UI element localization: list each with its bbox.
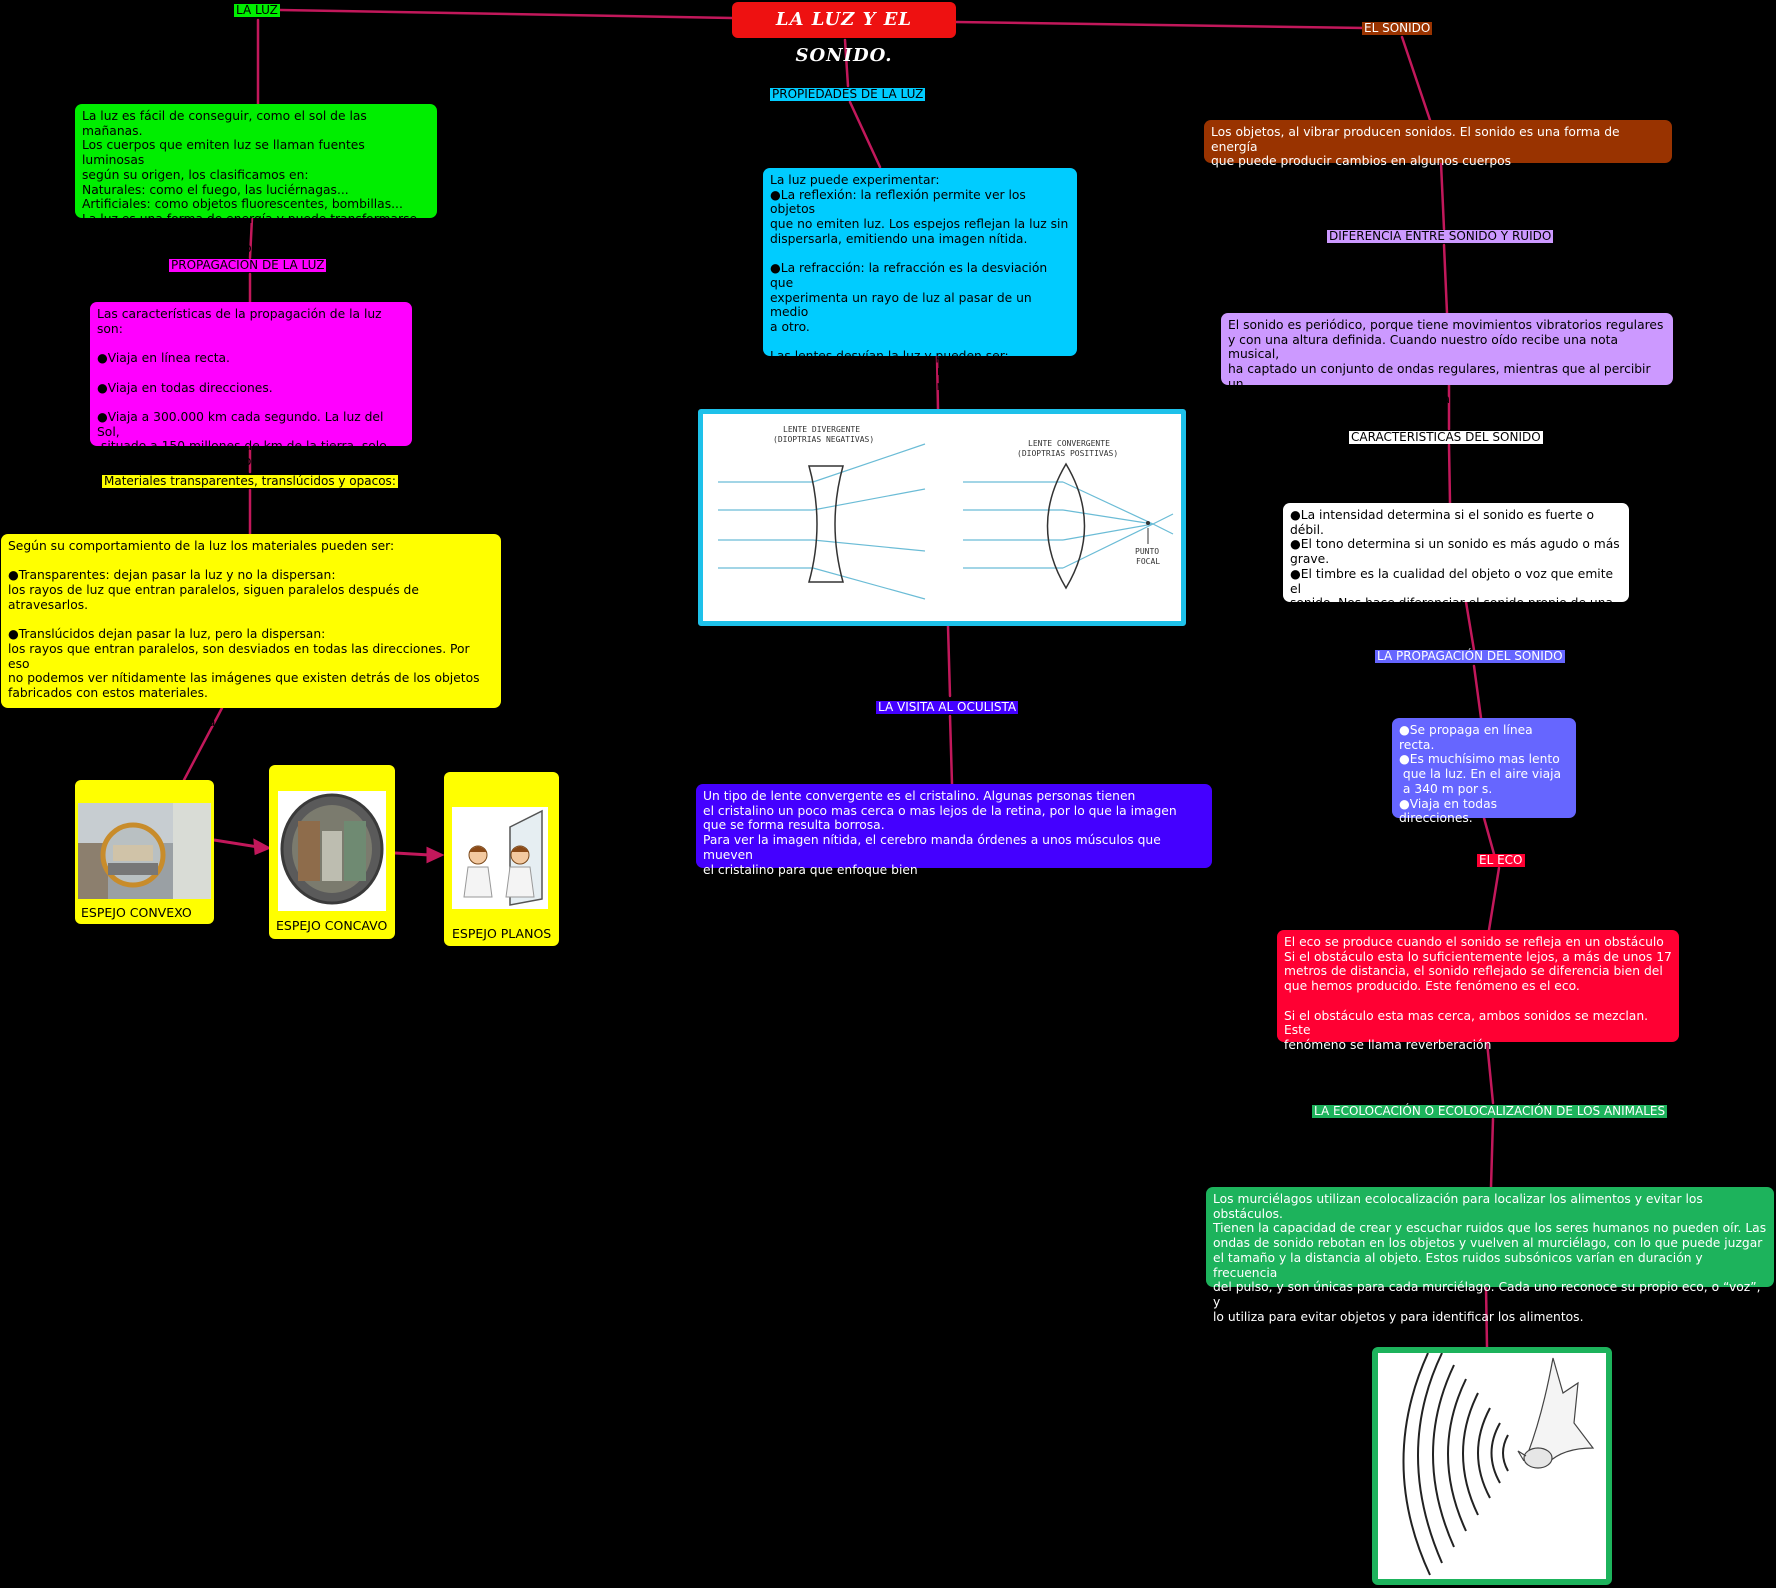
bat-echolocation-frame [1372,1347,1612,1585]
espejo-planos-caption: ESPEJO PLANOS [452,926,551,941]
label-el-sonido: EL SONIDO [1362,22,1432,35]
diferencia-node: El sonido es periódico, porque tiene mov… [1221,313,1673,385]
label-la-luz: LA LUZ [234,4,280,17]
eco-node: El eco se produce cuando el sonido se re… [1277,930,1679,1042]
espejo-convexo-card: ESPEJO CONVEXO [75,780,214,924]
label-propagacion-sonido: LA PROPAGACIÓN DEL SONIDO [1375,650,1565,663]
label-propiedades-luz: PROPIEDADES DE LA LUZ [770,88,925,101]
luz-intro-node: La luz es fácil de conseguir, como el so… [75,104,437,218]
focal-point-label-2: FOCAL [1136,557,1160,566]
espejo-convexo-caption: ESPEJO CONVEXO [81,905,192,920]
bat-echolocation-image [1378,1353,1606,1579]
label-propagacion-luz: PROPAGACIÓN DE LA LUZ [169,259,326,272]
page-title: LA LUZ Y EL SONIDO. [732,2,956,38]
label-caracteristicas: CARACTERÍSTICAS DEL SONIDO [1349,431,1543,444]
lens-divergent-subtitle: (DIOPTRIAS NEGATIVAS) [773,435,874,444]
oculista-node: Un tipo de lente convergente es el crist… [696,784,1212,868]
lens-diagram: LENTE DIVERGENTE (DIOPTRIAS NEGATIVAS) L… [703,414,1181,621]
lens-divergent-title: LENTE DIVERGENTE [783,425,860,434]
plane-mirror-image [452,807,548,909]
espejo-concavo-caption: ESPEJO CONCAVO [276,918,387,933]
propagacion-luz-node: Las características de la propagación de… [90,302,412,446]
label-oculista: LA VISITA AL OCULISTA [876,701,1018,714]
espejo-concavo-card: ESPEJO CONCAVO [269,765,395,939]
lens-convergent-subtitle: (DIOPTRIAS POSITIVAS) [1017,449,1118,458]
label-materiales: Materiales transparentes, translúcidos y… [102,475,398,488]
propiedades-node: La luz puede experimentar: ●La reflexión… [763,168,1077,356]
focal-point-label: PUNTO [1135,547,1159,556]
sonido-intro-node: Los objetos, al vibrar producen sonidos.… [1204,120,1672,163]
caracteristicas-node: ●La intensidad determina si el sonido es… [1283,503,1629,602]
label-diferencia: DIFERENCIA ENTRE SONIDO Y RUIDO [1327,230,1553,243]
materiales-node: Según su comportamiento de la luz los ma… [1,534,501,708]
label-ecolocacion: LA ECOLOCACIÓN O ECOLOCALIZACIÓN DE LOS … [1312,1105,1667,1118]
espejo-planos-card: ESPEJO PLANOS [444,772,559,946]
concave-mirror-image [278,791,386,911]
convex-mirror-image [78,803,211,899]
lens-convergent-title: LENTE CONVERGENTE [1028,439,1110,448]
lens-diagram-frame: LENTE DIVERGENTE (DIOPTRIAS NEGATIVAS) L… [698,409,1186,626]
propagacion-sonido-node: ●Se propaga en línea recta. ●Es muchísim… [1392,718,1576,818]
ecolocacion-node: Los murciélagos utilizan ecolocalización… [1206,1187,1774,1287]
label-el-eco: EL ECO [1477,854,1525,867]
